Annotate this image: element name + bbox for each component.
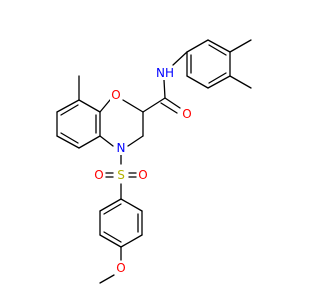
bond: [186, 75, 209, 89]
bond: [122, 99, 144, 113]
methoxy-o-label: O: [115, 261, 127, 275]
ring-n-text: N: [117, 141, 126, 155]
bond: [60, 104, 79, 116]
bond: [163, 79, 166, 99]
sulfonyl-o2-label: O: [93, 168, 105, 182]
bond: [207, 75, 231, 89]
bond: [120, 234, 143, 248]
bond: [229, 39, 252, 53]
bond: [207, 39, 231, 53]
ring-o-text: O: [111, 88, 120, 102]
bond: [229, 75, 252, 89]
amide-nh-text: NH: [156, 66, 174, 80]
atom-label-layer: NH O O N S O O O: [93, 66, 193, 275]
bond: [56, 99, 80, 113]
amide-nh-label: NH: [156, 66, 174, 80]
bond: [186, 39, 209, 53]
bond: [78, 135, 101, 149]
bond: [99, 135, 114, 147]
sulfonyl-o2-text: O: [94, 168, 103, 182]
bond: [103, 203, 122, 215]
bond: [103, 231, 122, 243]
amide-o-text: O: [182, 107, 191, 121]
bond: [120, 198, 143, 212]
molecule-diagram: NH O O N S O O O: [56, 39, 252, 284]
bond: [56, 135, 80, 149]
bond: [99, 234, 122, 248]
sulfonyl-o1-label: O: [137, 168, 149, 182]
bond: [172, 51, 188, 66]
amide-o-label: O: [181, 107, 193, 121]
bond: [208, 72, 227, 84]
bond-layer: [56, 39, 252, 284]
ring-n-label: N: [115, 141, 127, 155]
bond: [208, 44, 227, 56]
bond: [99, 274, 115, 284]
bond: [142, 97, 166, 113]
bond: [127, 135, 144, 147]
bond: [60, 132, 79, 144]
sulfonyl-o1-text: O: [138, 168, 147, 182]
ring-o-label: O: [110, 88, 122, 102]
bond: [164, 97, 181, 109]
bond: [99, 198, 122, 212]
sulfonyl-s-label: S: [115, 168, 127, 182]
methoxy-o-text: O: [116, 261, 125, 275]
bond: [160, 102, 178, 114]
bond: [99, 99, 111, 113]
sulfonyl-s-text: S: [117, 168, 125, 182]
bond: [78, 99, 101, 113]
